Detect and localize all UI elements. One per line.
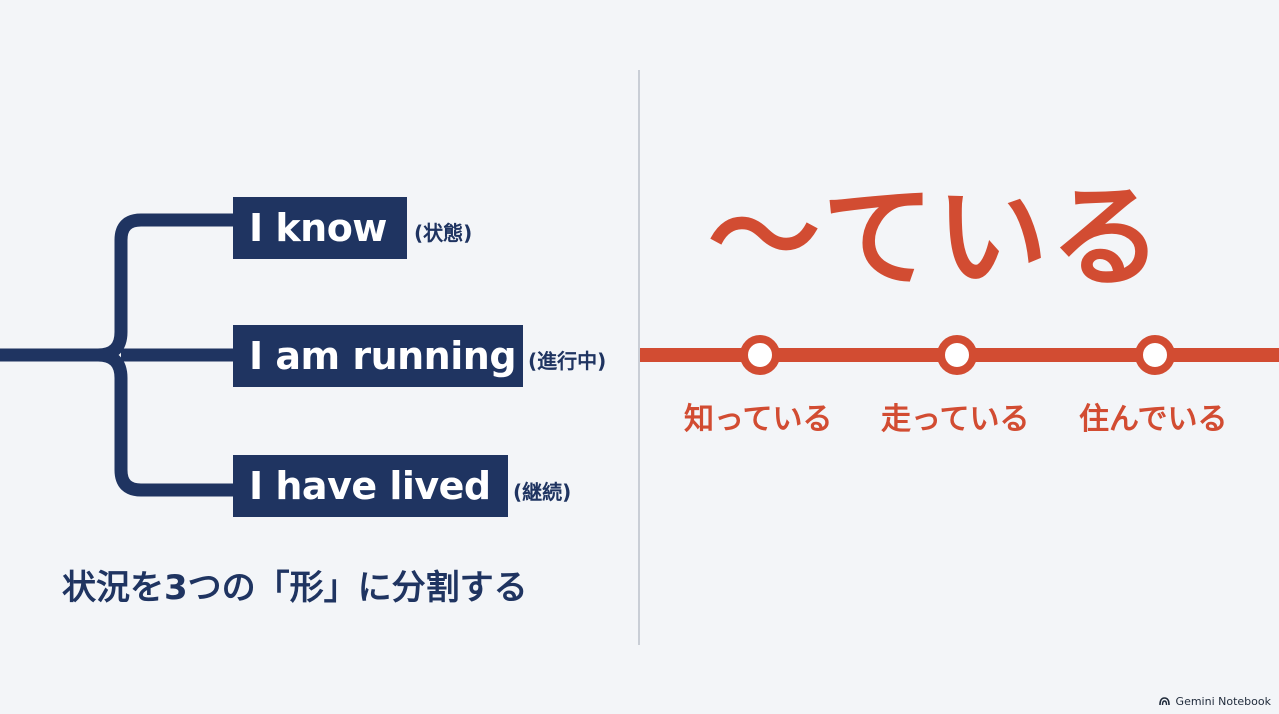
timeline-node-3: [1135, 335, 1175, 375]
watermark-text: Gemini Notebook: [1175, 695, 1271, 708]
summary-caption: 状況を3つの「形」に分割する: [62, 568, 528, 608]
timeline-node-1: [740, 335, 780, 375]
timeline-node-2: [937, 335, 977, 375]
notebook-logo-icon: [1159, 697, 1170, 706]
watermark: Gemini Notebook: [1159, 695, 1271, 708]
branch-tree-lines: [0, 213, 240, 497]
teiru-title: 〜ている: [708, 173, 1164, 303]
note-progressive: (進行中): [528, 349, 607, 373]
english-label-i-am-running: I am running: [249, 334, 517, 378]
example-sundeiru: 住んでいる: [1079, 402, 1228, 437]
center-divider: [638, 70, 640, 645]
english-label-i-have-lived: I have lived: [249, 464, 491, 508]
english-box-i-have-lived: I have lived: [233, 455, 508, 517]
english-box-i-know: I know: [233, 197, 407, 259]
note-state: (状態): [414, 221, 473, 245]
english-label-i-know: I know: [249, 206, 387, 250]
note-continuation: (継続): [513, 480, 572, 504]
example-hashitteiru: 走っている: [881, 402, 1030, 437]
english-box-i-am-running: I am running: [233, 325, 523, 387]
example-shitteiru: 知っている: [684, 402, 833, 437]
